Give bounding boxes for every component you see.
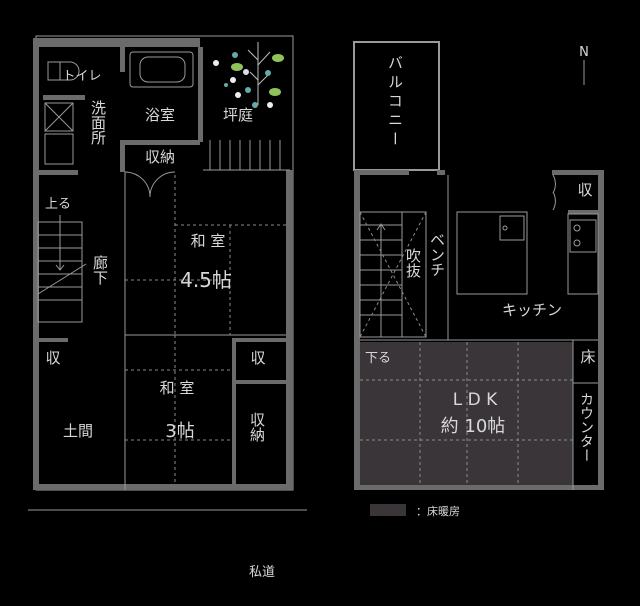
storage-top-label: 収納 xyxy=(145,148,175,166)
washitsu-large-name: 和 室 xyxy=(191,232,226,250)
storage-left-label: 収 xyxy=(45,349,60,367)
doma-label: 土間 xyxy=(63,422,93,440)
washitsu-small-size: 3帖 xyxy=(165,421,194,442)
up-stairs-label: 上る xyxy=(45,197,71,212)
second-floor-plan: N 収 キッチン 下る 床 L D K 約 10帖 ：床暖房 xyxy=(353,41,604,518)
bench-label: ベンチ xyxy=(428,232,446,277)
ldk-name: L D K xyxy=(453,390,498,410)
storage-right-label: 収 xyxy=(250,349,265,367)
bathroom-label: 浴室 xyxy=(145,106,175,124)
storage-bottom-right-label: 収納 xyxy=(248,412,266,442)
void-label: 吹抜 xyxy=(404,248,422,278)
kitchen-label: キッチン xyxy=(502,301,562,319)
washitsu-small-name: 和 室 xyxy=(160,379,195,397)
courtyard-label: 坪庭 xyxy=(223,106,253,124)
floor-heating-legend-label: ：床暖房 xyxy=(416,504,460,518)
balcony-label: バルコニー xyxy=(386,55,404,150)
washroom-label: 洗面所 xyxy=(89,100,107,145)
counter-label: カウンター xyxy=(578,392,594,462)
down-stairs-label: 下る xyxy=(365,351,391,366)
washitsu-large-size: 4.5帖 xyxy=(180,268,232,292)
courtyard-plant-icon xyxy=(213,42,284,108)
toilet-label: トイレ xyxy=(62,69,101,84)
storage-label: 収 xyxy=(577,181,592,199)
floor-heating-area xyxy=(355,342,573,485)
road-label: 私道 xyxy=(249,565,275,580)
floor-heating-legend-swatch xyxy=(370,504,406,516)
ldk-size: 約 10帖 xyxy=(441,416,506,437)
north-label: N xyxy=(579,45,589,60)
first-floor-plan: トイレ 浴室 坪庭 収納 上る 和 室 4.5帖 収 収 和 室 3帖 土間 私… xyxy=(28,35,307,580)
hallway-label: 廊下 xyxy=(91,255,109,285)
floor-storage-label: 床 xyxy=(580,348,595,366)
